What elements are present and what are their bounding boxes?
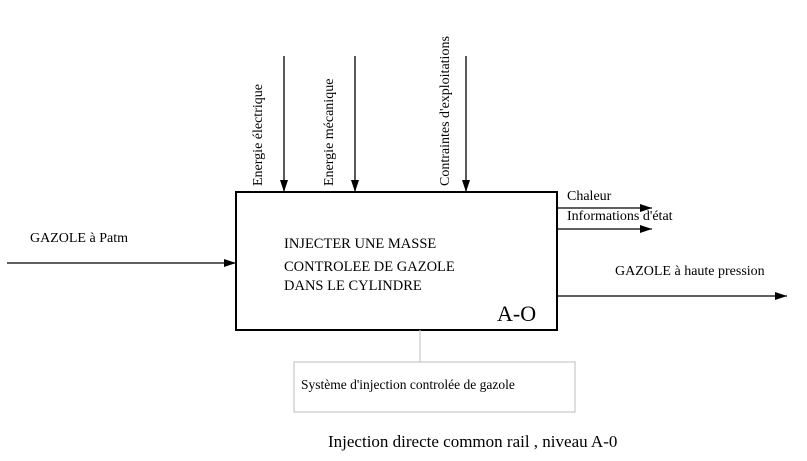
- control-label-energie-electrique: Energie électrique: [251, 84, 266, 186]
- function-label-line-3: DANS LE CYLINDRE: [284, 278, 422, 294]
- output-label-chaleur: Chaleur: [567, 189, 612, 204]
- diagram-caption: Injection directe common rail , niveau A…: [328, 432, 617, 451]
- output-label-informations: Informations d'état: [567, 209, 673, 224]
- mechanism-box: [293, 361, 576, 413]
- mechanism-label: Système d'injection controlée de gazole: [301, 377, 515, 392]
- output-label-gazole-hp: GAZOLE à haute pression: [615, 264, 765, 279]
- function-label-line-1: INJECTER UNE MASSE: [284, 236, 436, 252]
- function-box: [235, 191, 558, 331]
- control-label-energie-mecanique: Energie mécanique: [322, 79, 337, 186]
- control-label-contraintes: Contraintes d'exploitations: [438, 36, 453, 186]
- input-label-gazole: GAZOLE à Patm: [30, 231, 128, 246]
- function-label-line-2: CONTROLEE DE GAZOLE: [284, 259, 455, 275]
- function-id: A-O: [497, 301, 536, 326]
